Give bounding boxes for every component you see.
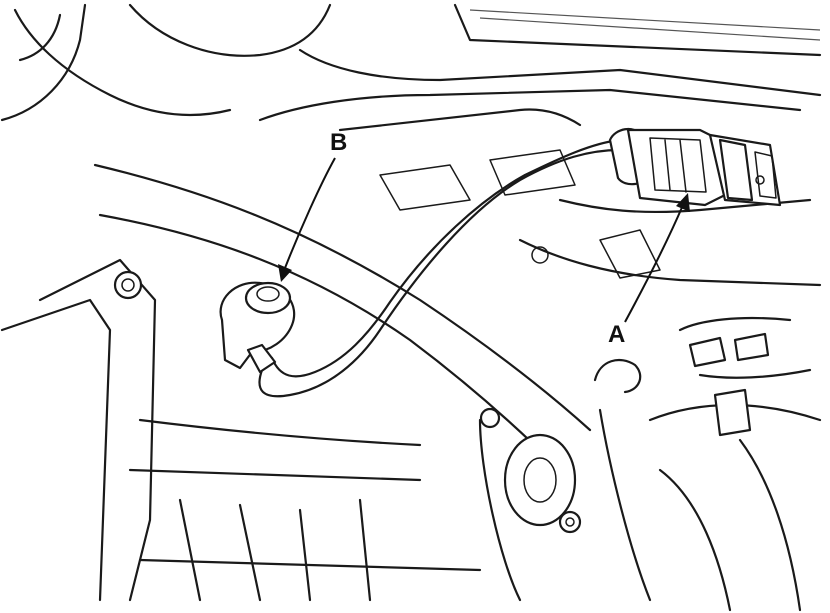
- callout-b: B: [278, 129, 347, 282]
- engine-background: [0, 3, 822, 612]
- callout-a-arrowhead: [676, 193, 690, 212]
- callout-a: A: [608, 193, 690, 348]
- callout-b-label: B: [330, 129, 347, 156]
- callout-b-leader: [284, 157, 336, 269]
- callout-b-arrowhead: [278, 264, 292, 282]
- callout-a-label: A: [608, 321, 625, 348]
- callout-a-leader: [624, 204, 684, 323]
- sensor-wire-harness: [258, 127, 652, 398]
- wiring-connector: [626, 128, 782, 207]
- knock-sensor: [219, 281, 296, 374]
